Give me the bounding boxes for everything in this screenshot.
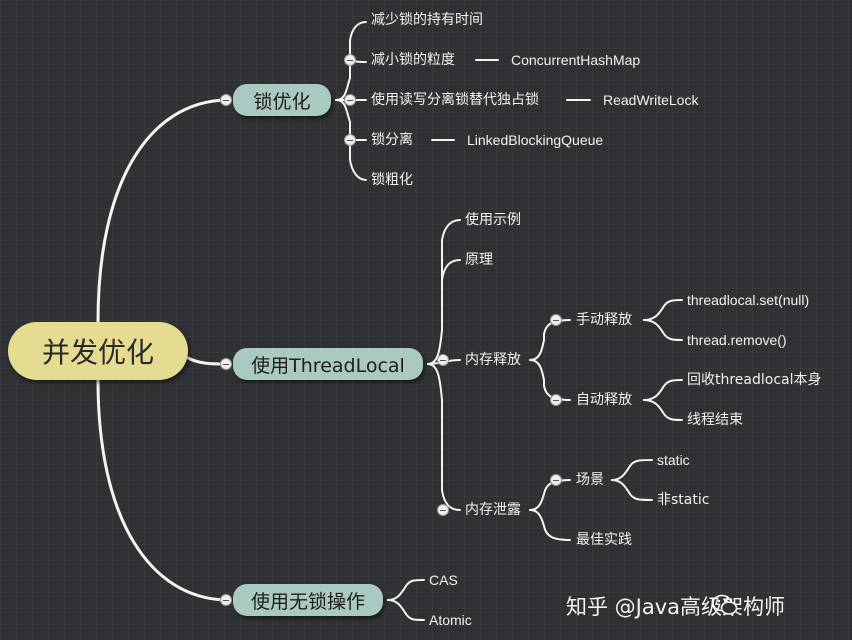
leaf-recycle-threadlocal[interactable]: 回收threadlocal本身	[687, 372, 822, 388]
leaf-principle[interactable]: 原理	[465, 252, 493, 268]
leaf-readwritelock[interactable]: ReadWriteLock	[603, 92, 699, 108]
leaf-non-static[interactable]: 非static	[657, 492, 710, 508]
watermark-text: 知乎 @Java高级架构师	[566, 595, 786, 619]
collapse-manual-icon[interactable]	[550, 314, 562, 326]
collapse-lockfree-icon[interactable]	[220, 594, 232, 606]
leaf-usage-example[interactable]: 使用示例	[465, 212, 521, 228]
root-node[interactable]: 并发优化	[8, 322, 188, 380]
leaf-cas[interactable]: CAS	[429, 572, 458, 588]
leaf-reduce-hold-time[interactable]: 减少锁的持有时间	[371, 12, 483, 28]
branch-threadlocal[interactable]: 使用ThreadLocal	[233, 348, 423, 380]
edge-root-lockfree	[96, 378, 228, 602]
branch-lock-optimization[interactable]: 锁优化	[233, 84, 331, 116]
watermark: 知乎 @Java高级架构师	[566, 591, 785, 621]
leaf-static[interactable]: static	[657, 452, 690, 468]
leaf-rw-separation[interactable]: 使用读写分离锁替代独占锁	[371, 92, 539, 108]
wechat-icon	[712, 594, 738, 615]
leaf-concurrenthashmap[interactable]: ConcurrentHashMap	[511, 52, 641, 68]
edge-root-lock	[96, 98, 228, 324]
leaf-scene[interactable]: 场景	[576, 472, 604, 488]
collapse-separation-icon[interactable]	[344, 134, 356, 146]
collapse-mem-release-icon[interactable]	[437, 354, 449, 366]
leaf-lock-separation[interactable]: 锁分离	[371, 132, 413, 148]
leaf-memory-leak[interactable]: 内存泄露	[465, 502, 521, 518]
leaf-best-practice[interactable]: 最佳实践	[576, 532, 632, 548]
branch-lock-free[interactable]: 使用无锁操作	[233, 584, 383, 616]
leaf-manual-release[interactable]: 手动释放	[576, 312, 632, 328]
collapse-mem-leak-icon[interactable]	[437, 504, 449, 516]
collapse-threadlocal-icon[interactable]	[220, 358, 232, 370]
leaf-atomic[interactable]: Atomic	[429, 612, 472, 628]
collapse-lock-icon[interactable]	[220, 94, 232, 106]
collapse-auto-icon[interactable]	[550, 394, 562, 406]
collapse-granularity-icon[interactable]	[344, 54, 356, 66]
leaf-set-null[interactable]: threadlocal.set(null)	[687, 292, 810, 308]
leaf-lock-coarsening[interactable]: 锁粗化	[371, 172, 413, 188]
leaf-memory-release[interactable]: 内存释放	[465, 352, 521, 368]
leaf-thread-remove[interactable]: thread.remove()	[687, 332, 787, 348]
leaf-linkedblockingqueue[interactable]: LinkedBlockingQueue	[467, 132, 604, 148]
leaf-thread-end[interactable]: 线程结束	[687, 412, 743, 428]
leaf-auto-release[interactable]: 自动释放	[576, 392, 632, 408]
collapse-scene-icon[interactable]	[550, 474, 562, 486]
collapse-rw-icon[interactable]	[344, 94, 356, 106]
leaf-reduce-granularity[interactable]: 减小锁的粒度	[371, 52, 455, 68]
